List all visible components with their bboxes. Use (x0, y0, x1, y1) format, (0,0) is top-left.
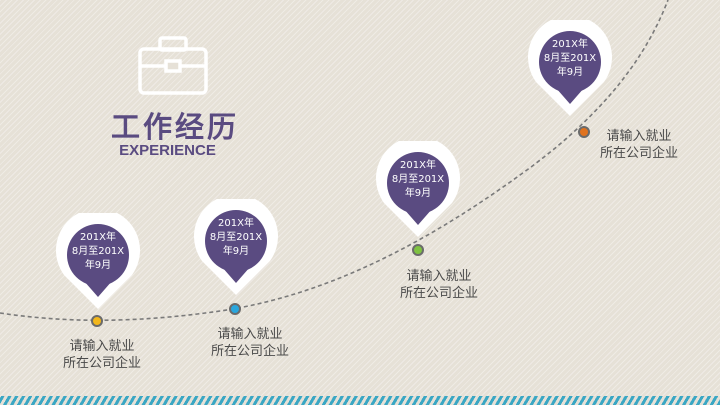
milestone-pin-1: 201X年 8月至201X 年9月 (56, 213, 140, 313)
timeline-dot-2 (229, 303, 241, 315)
timeline-dot-3 (412, 244, 424, 256)
milestone-pin-3: 201X年 8月至201X 年9月 (376, 141, 460, 241)
milestone-description-4: 请输入就业 所在公司企业 (599, 129, 678, 161)
milestone-date: 201X年 8月至201X 年9月 (543, 39, 597, 78)
milestone-date: 201X年 8月至201X 年9月 (391, 160, 445, 199)
bottom-stripe (0, 396, 720, 405)
page-subtitle: EXPERIENCE (119, 142, 216, 159)
milestone-pin-2: 201X年 8月至201X 年9月 (194, 199, 278, 299)
milestone-date: 201X年 8月至201X 年9月 (209, 218, 263, 257)
timeline-dot-1 (91, 315, 103, 327)
briefcase-icon (136, 36, 210, 100)
milestone-pin-4: 201X年 8月至201X 年9月 (528, 20, 612, 120)
milestone-description-1: 请输入就业 所在公司企业 (62, 339, 141, 371)
milestone-description-2: 请输入就业 所在公司企业 (210, 327, 289, 359)
timeline-dot-4 (578, 126, 590, 138)
milestone-description-3: 请输入就业 所在公司企业 (399, 269, 478, 301)
page-title: 工作经历 (110, 110, 239, 144)
milestone-date: 201X年 8月至201X 年9月 (71, 232, 125, 271)
